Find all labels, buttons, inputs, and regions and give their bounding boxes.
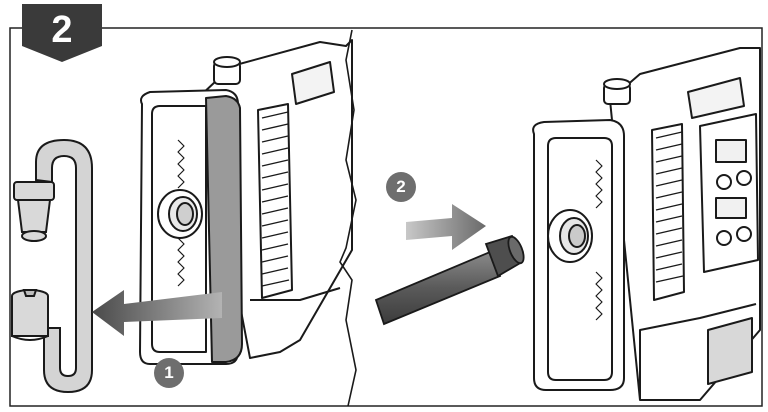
removal-arrow-icon <box>92 290 222 336</box>
step-badge-icon <box>22 4 102 62</box>
extension-tube-icon <box>374 234 525 326</box>
insert-arrow-icon <box>406 204 486 250</box>
panel-frame <box>9 27 763 407</box>
callout-2: 2 <box>386 172 416 202</box>
callout-1: 1 <box>154 358 184 388</box>
device-right <box>532 47 761 401</box>
step-number: 2 <box>51 9 73 51</box>
device-left <box>139 39 353 365</box>
cut-line <box>339 29 357 407</box>
hose-icon <box>11 138 93 394</box>
